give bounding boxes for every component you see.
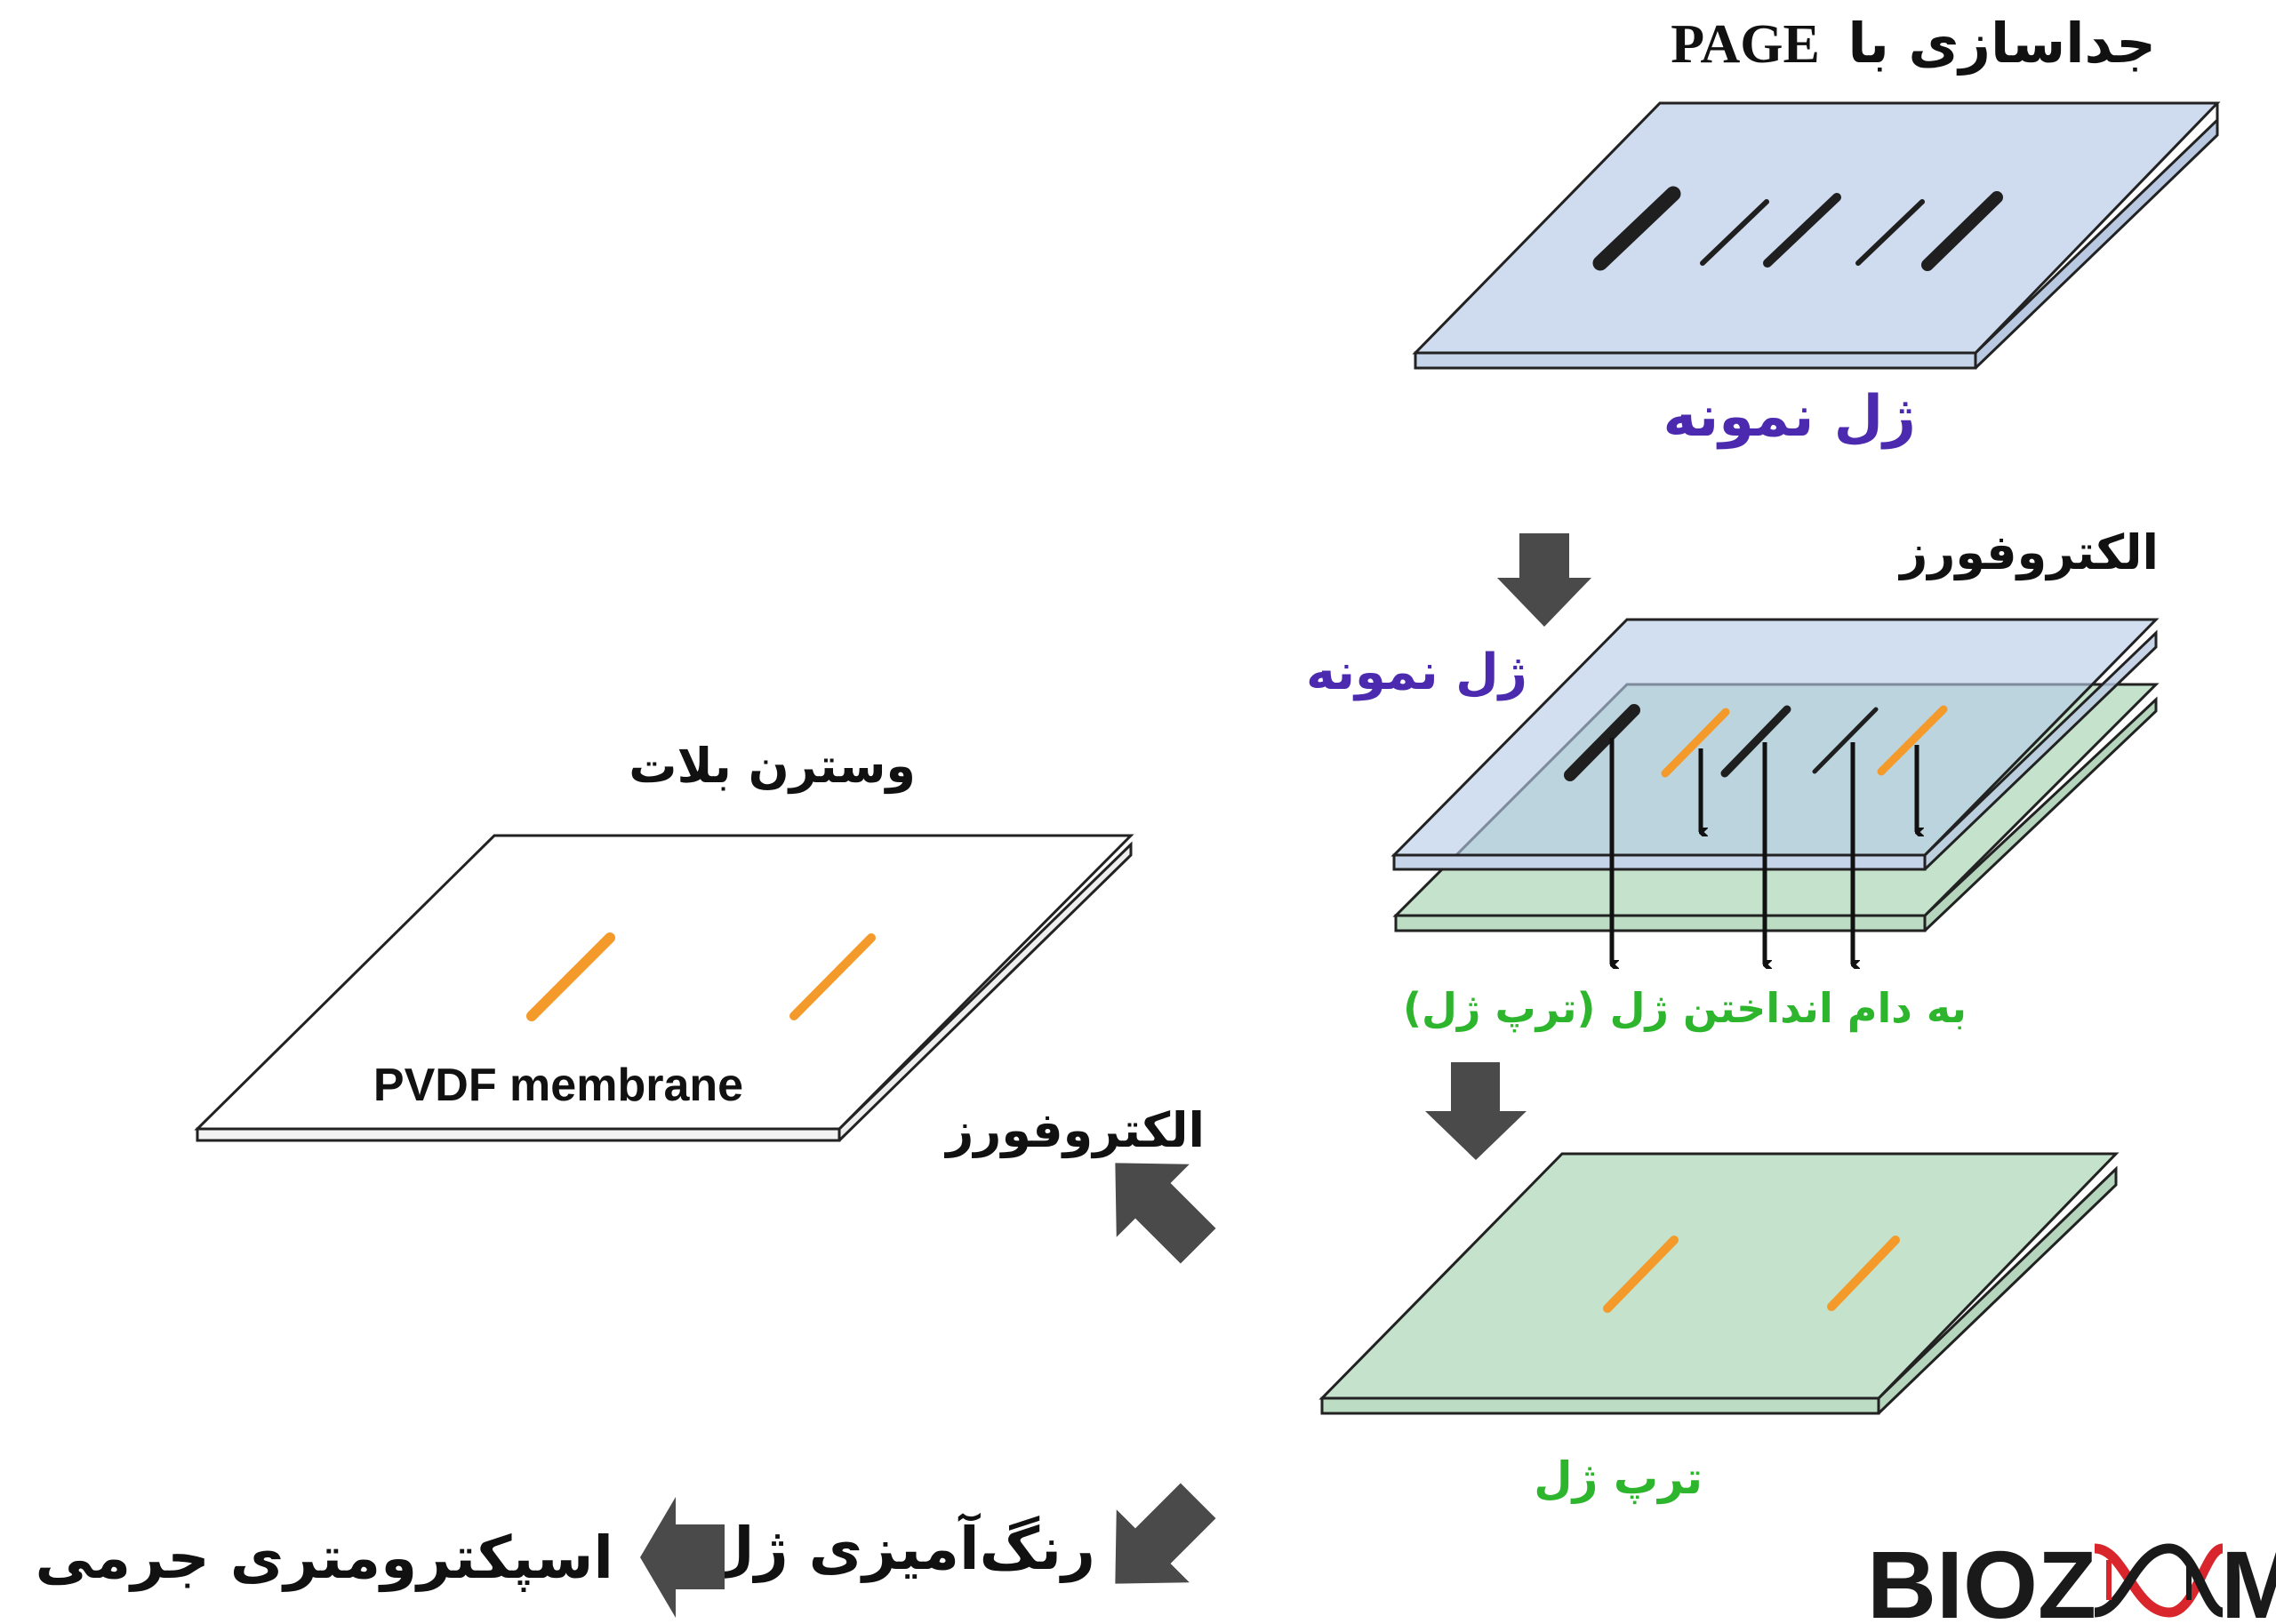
sample-gel-plate-middle (1390, 618, 2160, 871)
dna-helix-icon (2094, 1543, 2224, 1618)
western-blot-title: وسترن بلات (629, 738, 916, 794)
protein-band (526, 932, 615, 1021)
protein-band (1592, 186, 1681, 271)
transfer-arrows (1609, 738, 1917, 964)
protein-band (1603, 1236, 1679, 1313)
sample-gel-label-top: ژل نمونه (1663, 384, 1916, 450)
electrophoresis-title-top: الکتروفورز (1897, 524, 2159, 580)
pvdf-membrane-label: PVDF membrane (373, 1060, 743, 1111)
logo-text-left: BIOZ (1867, 1531, 2096, 1624)
logo-text-right: M (2221, 1531, 2276, 1624)
protein-band (1564, 704, 1640, 781)
sample-gel-plate-top (1412, 101, 2221, 370)
diagonal-arrow-icon (1115, 1483, 1216, 1584)
trap-gel-label: ترپ ژل (1534, 1452, 1703, 1505)
mass-spectrometry-label: اسپکترومتری جرمی (36, 1524, 613, 1593)
protein-band (1827, 1236, 1900, 1311)
protein-band (1661, 708, 1730, 778)
diagonal-arrow-icon (1115, 1163, 1216, 1264)
gel-trapping-label: به دام انداختن ژل (ترپ ژل) (1403, 984, 1967, 1032)
middle-bands (1564, 704, 1948, 781)
page-separation-title: PAGE جداسازی با (1671, 11, 2156, 76)
protein-band (1763, 193, 1841, 268)
trap-gel-plate-bottom (1318, 1152, 2120, 1415)
left-arrow-icon (640, 1497, 725, 1618)
protein-band (1700, 199, 1769, 266)
pvdf-membrane (194, 834, 1134, 1142)
protein-band (1812, 707, 1879, 774)
protein-band (1855, 199, 1925, 266)
gel-staining-label: رنگ‌آمیزی ژل (703, 1512, 1095, 1583)
protein-band (1720, 705, 1791, 778)
protein-band (1877, 705, 1948, 776)
down-arrow-icon (1497, 533, 1591, 627)
protein-band (789, 933, 876, 1020)
protein-band (1921, 191, 2003, 271)
down-arrow-icon (1425, 1062, 1527, 1160)
electrophoresis-title-left: الکتروفورز (943, 1102, 1205, 1158)
sample-gel-label-middle: ژل نمونه (1306, 644, 1527, 701)
biozoom-logo: BIOZ M (1867, 1531, 2276, 1624)
